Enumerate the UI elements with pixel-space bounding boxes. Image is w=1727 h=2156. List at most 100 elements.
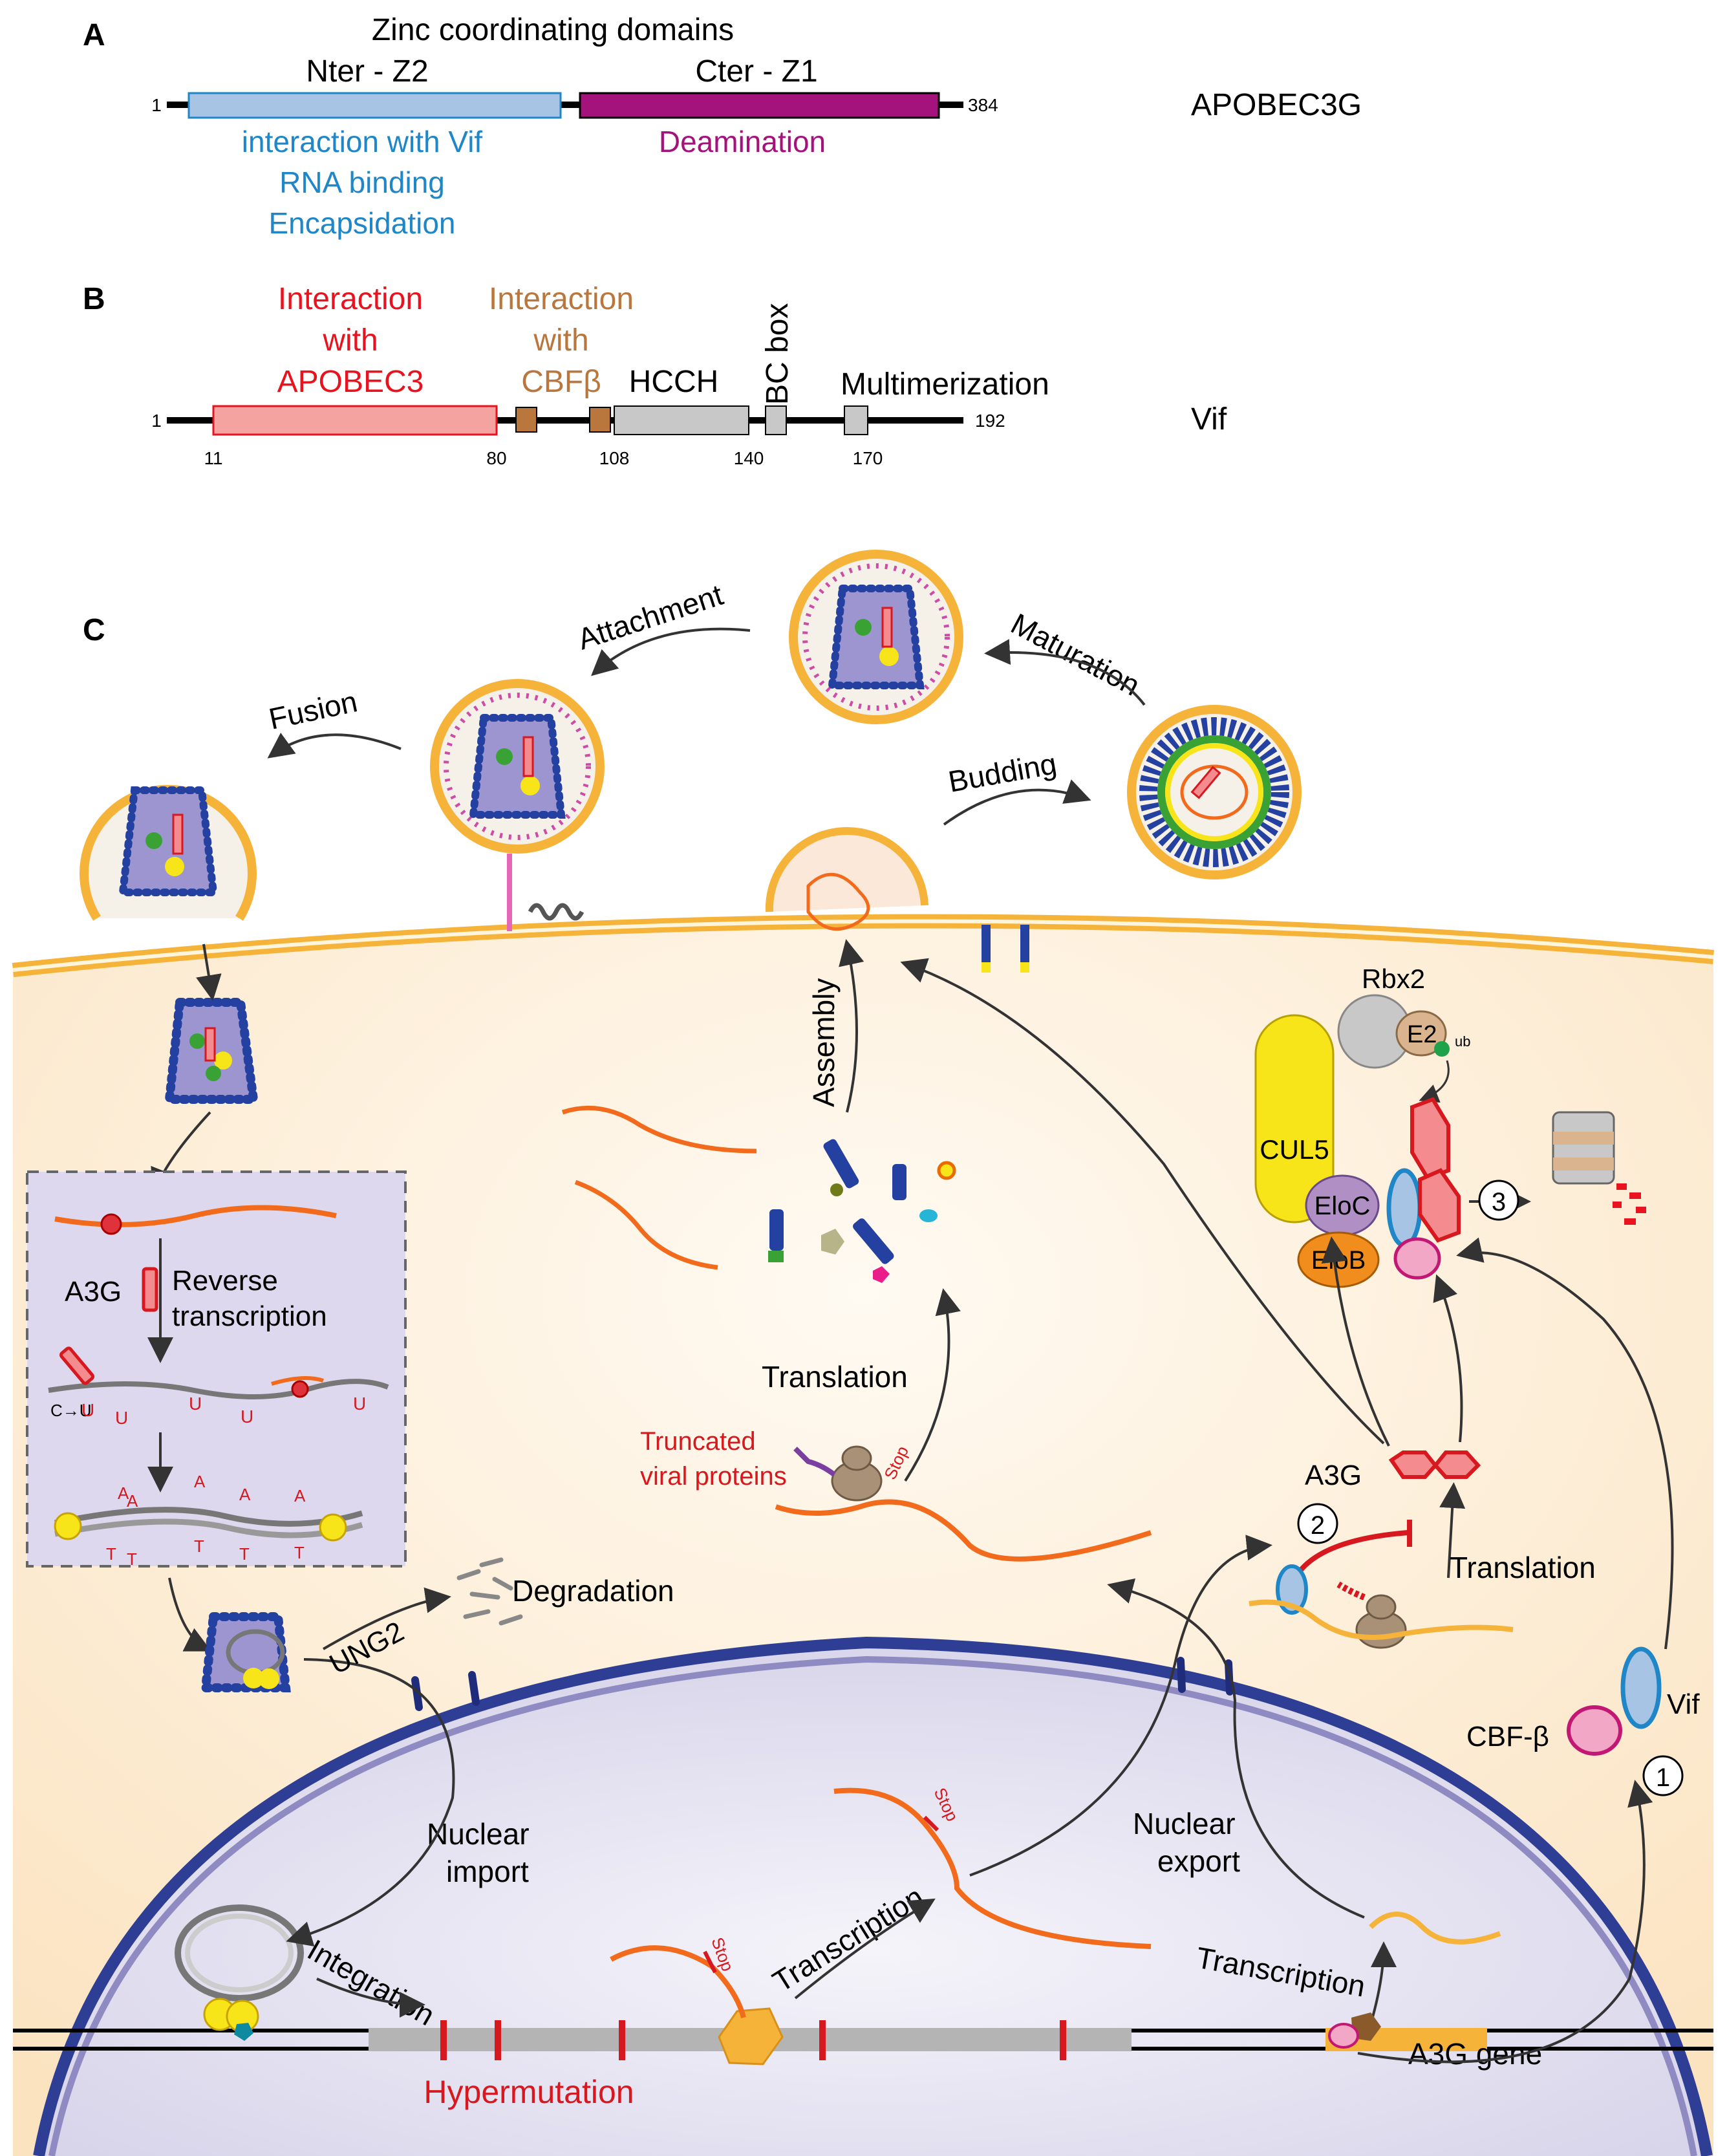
nter-func-3: Encapsidation [269,206,456,240]
a-label-4: A [239,1485,251,1504]
vif-end: 192 [975,411,1005,431]
num1-circle [1642,1755,1684,1796]
panel-b: B Interaction with APOBEC3 Interaction w… [83,282,1227,468]
translation-label: Translation [762,1360,908,1394]
a3-int-3: APOBEC3 [277,365,424,399]
panel-c: C Hypermutation Stop [12,550,1714,2156]
a3-int-1: Interaction [278,282,423,316]
cter-label: Cter - Z1 [695,54,817,89]
multimerization-label: Multimerization [841,367,1049,402]
assembly-arrow [839,939,864,1113]
pic-arrow [168,1577,212,1652]
num2-circle [1297,1503,1338,1544]
ung2-arrow [322,1587,451,1650]
plasma-membrane-inner [12,919,1714,972]
reverse-label-2: transcription [172,1300,327,1332]
t-label-5: T [294,1543,305,1562]
a3g-start: 1 [151,95,162,115]
integration-arrow [316,1978,425,2018]
degraded-dna [456,1557,523,1626]
panel-a-letter: A [83,18,105,52]
truncated-label-2: viral proteins [640,1462,787,1491]
rt-enzyme-2 [291,1380,309,1398]
multi-domain [844,405,868,435]
reverse-transcription-box [26,1170,407,1568]
a3g-to-complex-arrow [1321,1236,1390,1447]
a3g-translation-arrow [1439,1482,1466,1579]
cbfb-free [1567,1705,1622,1756]
inhibition-line [1297,1530,1409,1573]
panel-a: A Zinc coordinating domains Nter - Z2 Ct… [83,13,1362,240]
long-arrow-a3g [900,958,1385,1445]
host-receptor [507,854,585,931]
cul5-label: CUL5 [1260,1134,1329,1165]
cbfb-nuclear-arrow [1357,1780,1653,2064]
a-label-3: A [194,1472,206,1491]
vif-free [1620,1646,1662,1729]
cytoplasm-rna-1 [561,1105,757,1154]
nuclear-export-2: export [1157,1844,1240,1878]
a3g-cyto-label: A3G [1305,1460,1362,1491]
t-label-3: T [194,1536,204,1556]
vif-protein-name: Vif [1191,402,1227,437]
a3g-transcription-arrow [1369,1941,1397,2025]
cytoplasm-rna-2 [574,1180,718,1270]
proteasome [1552,1111,1615,1185]
translation-label-2: Translation [1450,1551,1596,1584]
fusion-label: Fusion [266,684,360,736]
t-label-2: T [127,1549,137,1569]
tick-140: 140 [734,448,764,468]
virion-attachment [430,679,605,854]
a3g-fragments [1613,1183,1646,1225]
virion-fusion [80,784,257,921]
bcbox-label: BC box [760,303,795,405]
entry-arrow [196,943,222,1001]
tick-80: 80 [486,448,506,468]
a3g-in-complex-1 [1410,1097,1450,1181]
panel-b-letter: B [83,282,105,316]
vif-free-label: Vif [1667,1688,1700,1720]
a3g-mrna-cytoplasm [1249,1599,1514,1640]
virion-immature [1127,705,1302,879]
cdna-strand [48,1379,389,1399]
virion-mature [789,550,963,724]
gag-proteins [768,1139,956,1283]
eloc-label: EloC [1314,1192,1371,1220]
tick-108: 108 [599,448,630,468]
a3g-to-complex-arrow-2 [1433,1274,1463,1443]
a-label-1: A [118,1483,129,1503]
a3-int-2: with [322,323,378,358]
rna-polymerase [718,2007,784,2065]
ub-label: ub [1455,1033,1470,1050]
a3g-on-dna [59,1346,95,1385]
ub-transfer-arrow [1419,1060,1450,1103]
vif-blocking [1276,1564,1308,1615]
e2-label: E2 [1407,1021,1437,1048]
a3g-rt-icon [142,1267,158,1312]
maturation-label: Maturation [1005,607,1145,702]
rbx2-label: Rbx2 [1362,964,1425,994]
cbf-int-3: CBFβ [521,365,601,399]
a3g-protein-name: APOBEC3G [1191,88,1362,122]
provirus-loop [175,1904,304,2041]
hcch-label: HCCH [629,365,719,399]
membrane-env-proteins [981,925,1029,973]
cbfb-in-complex [1393,1237,1441,1280]
nuclear-envelope [33,1636,1713,2156]
stop-mark-2 [923,1815,939,1832]
nter-domain [188,92,562,119]
tick-11: 11 [204,448,222,468]
nascent-transcript [610,1945,746,2019]
cbf-int-1: Interaction [489,282,634,316]
u-label-5: U [353,1394,366,1414]
nter-func-2: RNA binding [279,166,445,199]
nuclear-export-arrow-1 [969,1535,1272,1877]
tick-170: 170 [853,448,883,468]
dsdna-2 [54,1518,363,1538]
a-label-2: A [127,1491,138,1511]
truncated-label-1: Truncated [640,1427,756,1456]
vif-in-complex [1386,1168,1422,1248]
integrase-1 [54,1512,82,1540]
u-label-3: U [189,1394,202,1414]
nuclear-envelope-inner [48,1655,1697,2156]
